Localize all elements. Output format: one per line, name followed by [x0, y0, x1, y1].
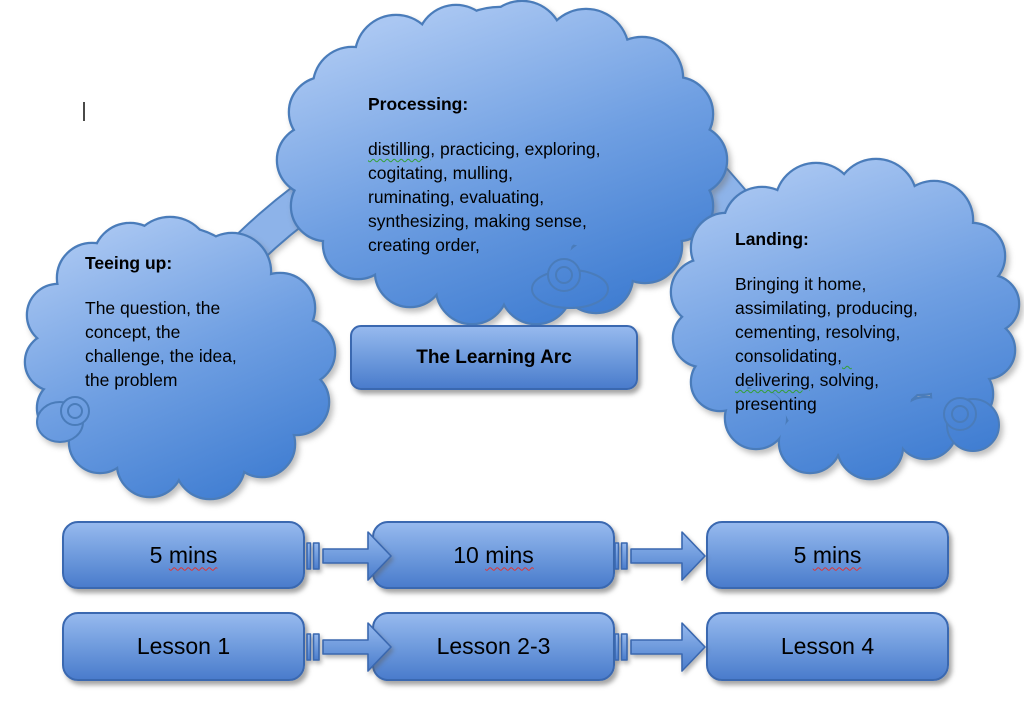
cloud-text-line: cementing, resolving, [735, 322, 901, 342]
cloud-teeing-up-shape[interactable] [23, 215, 337, 501]
duration-box-3[interactable]: 5 mins [706, 521, 949, 589]
cloud-teeing-up-title: Teeing up: [85, 253, 173, 273]
duration-box-1[interactable]: 5 mins [62, 521, 305, 589]
striped-right-arrow-icon[interactable] [306, 530, 392, 582]
cloud-processing-title: Processing: [368, 94, 469, 114]
cloud-text-line: presenting [735, 394, 817, 414]
lesson-box-3-label: Lesson 4 [780, 633, 875, 659]
cloud-teeing-up-text: Teeing up: The question, the concept, the… [85, 251, 237, 392]
learning-arc-box[interactable]: The Learning Arc [350, 325, 638, 390]
text-cursor [83, 102, 85, 121]
cloud-landing-title: Landing: [735, 229, 809, 249]
cloud-text-line: creating order, [368, 235, 480, 255]
cloud-landing-shape[interactable] [669, 157, 1021, 481]
cloud-text-line: challenge, the idea, [85, 346, 237, 366]
striped-right-arrow-icon[interactable] [614, 530, 706, 582]
cloud-landing-body: Bringing it home, assimilating, producing… [735, 272, 918, 416]
striped-right-arrow-icon[interactable] [614, 621, 706, 673]
cloud-text-line: The question, the [85, 298, 221, 318]
lesson-box-1[interactable]: Lesson 1 [62, 612, 305, 681]
cloud-text-line: distilling, practicing, exploring, [368, 139, 601, 159]
cloud-text-line: cogitating, mulling, [368, 163, 513, 183]
cloud-text-line: concept, the [85, 322, 181, 342]
cloud-text-line: the problem [85, 370, 178, 390]
duration-box-1-label: 5 mins [149, 541, 218, 568]
lesson-box-2[interactable]: Lesson 2-3 [372, 612, 615, 681]
striped-right-arrow-icon[interactable] [306, 621, 392, 673]
learning-arc-label: The Learning Arc [416, 346, 572, 368]
cloud-processing-body: distilling, practicing, exploring, cogita… [368, 137, 600, 257]
duration-box-2-label: 10 mins [453, 541, 534, 568]
cloud-text-line: delivering, solving, [735, 370, 879, 390]
cloud-landing-text: Landing: Bringing it home, assimilating, … [735, 227, 918, 416]
cloud-text-line: assimilating, producing, [735, 298, 918, 318]
lesson-box-3[interactable]: Lesson 4 [706, 612, 949, 681]
cloud-processing-shape[interactable] [275, 0, 729, 326]
lesson-box-1-label: Lesson 1 [136, 633, 231, 659]
duration-box-2[interactable]: 10 mins [372, 521, 615, 589]
lesson-box-2-label: Lesson 2-3 [436, 633, 551, 659]
cloud-text-line: consolidating, [735, 346, 843, 366]
cloud-processing-text: Processing: distilling, practicing, expl… [368, 92, 600, 257]
cloud-text-line: synthesizing, making sense, [368, 211, 587, 231]
cloud-text-line: ruminating, evaluating, [368, 187, 545, 207]
cloud-text-line: Bringing it home, [735, 274, 867, 294]
duration-box-3-label: 5 mins [793, 541, 862, 568]
cloud-teeing-up-body: The question, the concept, the challenge, … [85, 296, 237, 392]
